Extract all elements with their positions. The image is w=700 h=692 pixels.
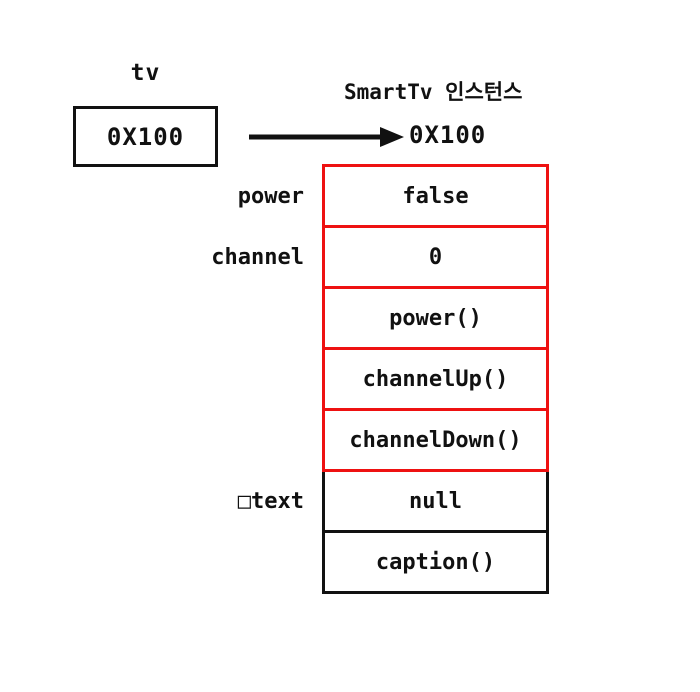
table-row-channel-field: channel 0 [211,225,549,289]
table-row-text-field: □text null [238,469,549,533]
field-label: channel [211,244,304,270]
field-value: null [409,488,462,514]
field-value: power() [389,305,482,331]
instance-member-table: power false channel 0 power() channelUp(… [211,164,549,594]
table-row-channelup-method: channelUp() [322,347,549,411]
table-row-power-method: power() [322,286,549,350]
field-value: channelUp() [362,366,509,392]
field-value: false [402,183,469,209]
arrow-right-icon [246,121,408,153]
field-value: 0 [428,244,443,270]
variable-box: 0X100 [73,106,218,167]
table-row-caption-method: caption() [322,530,549,594]
variable-name-label: tv [130,60,161,86]
table-row-power-field: power false [238,164,549,228]
instance-title: SmartTv 인스턴스 [344,80,523,104]
variable-value: 0X100 [106,122,185,151]
field-label: power [237,183,304,209]
field-value: caption() [375,549,496,575]
instance-address: 0X100 [409,121,487,149]
field-value: channelDown() [349,427,522,453]
table-row-channeldown-method: channelDown() [322,408,549,472]
field-label: □text [237,488,304,514]
